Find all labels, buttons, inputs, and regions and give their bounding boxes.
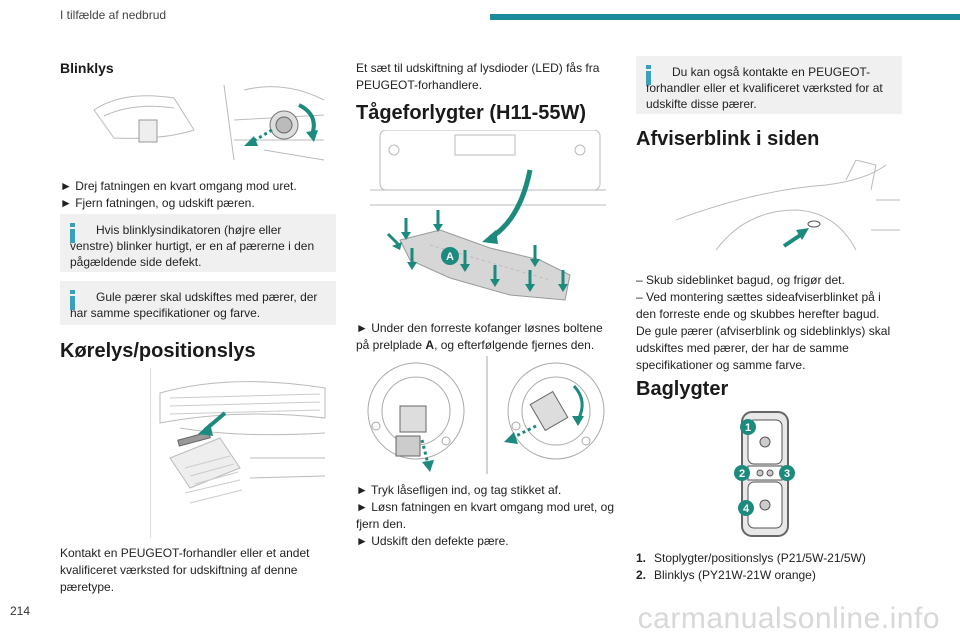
label-a: A — [446, 251, 454, 263]
taage-step-1-bold: A — [425, 338, 435, 352]
taage-step-2: ► Tryk låsefligen ind, og tag stikket af… — [356, 483, 562, 497]
info-note-text: Hvis blinklysindikatoren (højre eller ve… — [70, 223, 315, 269]
taage-step-1: ► Under den forreste kofanger løsnes bol… — [356, 320, 618, 354]
taage-bulb-illustration — [367, 356, 605, 474]
blinklys-step-1: ► Drej fatningen en kvart omgang mod ure… — [60, 179, 297, 193]
koerelys-illustration — [150, 368, 326, 538]
taageforlygter-heading: Tågeforlygter (H11-55W) — [356, 102, 587, 124]
blinklys-step-2: ► Fjern fatningen, og udskift pæren. — [60, 196, 255, 210]
badge-3: 3 — [784, 468, 790, 480]
badge-1: 1 — [745, 422, 751, 434]
taage-step-1-post: , og efterfølgende fjernes den. — [434, 338, 595, 352]
afviserblink-illustration — [676, 160, 900, 251]
watermark: carmanualsonline.info — [637, 602, 940, 635]
header-accent-bar — [490, 14, 960, 20]
list-number: 1. — [636, 551, 647, 565]
koerelys-text: Kontakt en PEUGEOT-forhandler eller et a… — [60, 546, 310, 594]
led-intro-text: Et sæt til udskiftning af lysdioder (LED… — [356, 61, 600, 92]
baglygter-item-2: 2. Blinklys (PY21W-21W orange) — [636, 567, 902, 584]
info-note-kontakt: Du kan også kontakte en PEUGEOT-forhandl… — [636, 56, 902, 114]
taage-step-3: ► Løsn fatningen en kvart omgang mod ure… — [356, 500, 615, 531]
blinklys-heading: Blinklys — [60, 60, 114, 76]
taageforlygter-illustration: A — [370, 130, 606, 301]
badge-2: 2 — [739, 468, 745, 480]
koerelys-heading: Kørelys/positionslys — [60, 340, 256, 362]
info-note-text: Gule pærer skal udskiftes med pærer, der… — [70, 290, 318, 320]
afviser-step-2: – Ved montering sættes sideafviserblinke… — [636, 290, 881, 321]
baglygter-illustration: 1 2 3 4 — [734, 411, 795, 537]
info-icon — [70, 290, 75, 310]
taage-step-4: ► Udskift den defekte pære. — [356, 534, 509, 548]
afviserblink-heading: Afviserblink i siden — [636, 128, 820, 150]
page-number: 214 — [10, 604, 31, 618]
section-header: I tilfælde af nedbrud — [60, 8, 167, 22]
taage-step-1-pre: ► Under den forreste kofanger løsnes bol… — [356, 321, 603, 352]
list-number: 2. — [636, 568, 647, 582]
info-icon — [646, 65, 651, 85]
list-text: Blinklys (PY21W-21W orange) — [654, 568, 816, 582]
afviser-step-1: – Skub sideblinket bagud, og frigør det. — [636, 273, 845, 287]
blinklys-illustration — [93, 84, 325, 161]
info-note-text: Du kan også kontakte en PEUGEOT-forhandl… — [646, 65, 883, 111]
info-note-gule-paerer: Gule pærer skal udskiftes med pærer, der… — [60, 281, 336, 325]
info-note-blinklys: Hvis blinklysindikatoren (højre eller ve… — [60, 214, 336, 272]
baglygter-heading: Baglygter — [636, 378, 729, 400]
info-icon — [70, 223, 75, 243]
afviser-text: De gule pærer (afviserblink og sideblink… — [636, 324, 891, 372]
badge-4: 4 — [743, 503, 750, 515]
baglygter-item-1: 1. Stoplygter/positionslys (P21/5W-21/5W) — [636, 550, 902, 567]
list-text: Stoplygter/positionslys (P21/5W-21/5W) — [654, 551, 866, 565]
